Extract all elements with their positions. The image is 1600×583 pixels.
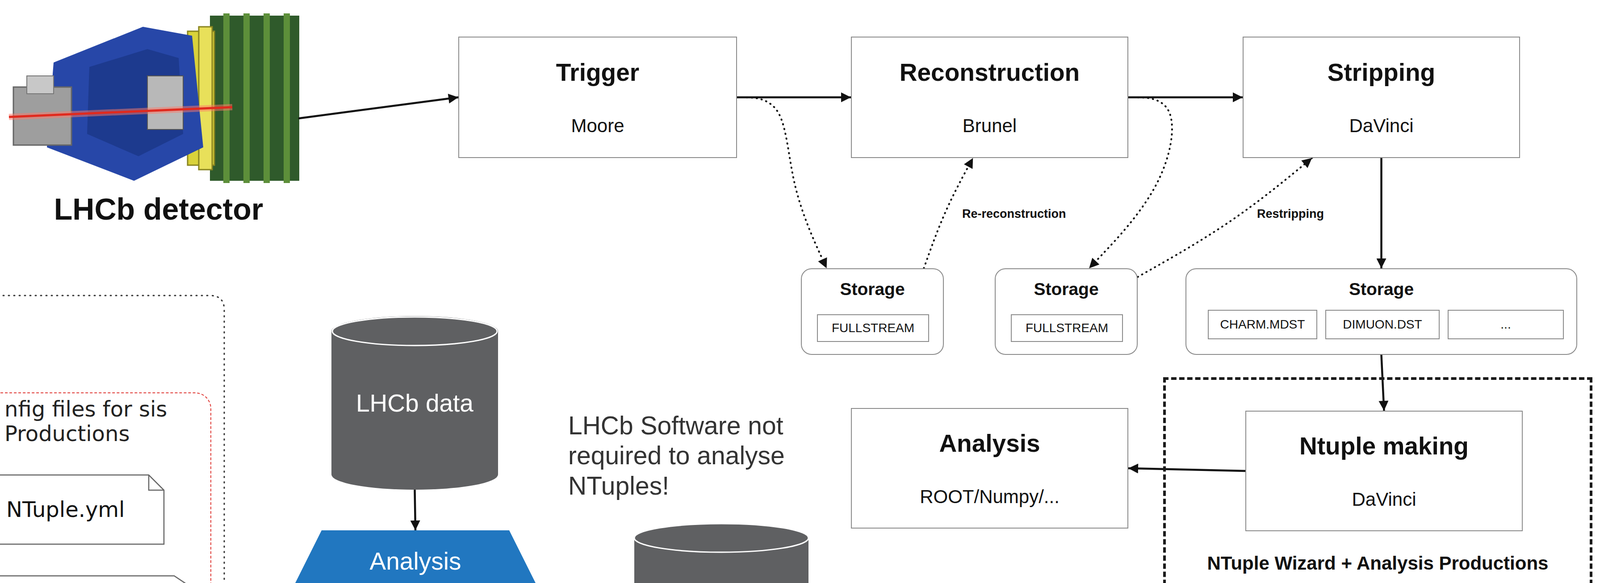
stream-box: FULLSTREAM	[1010, 314, 1123, 343]
node-title: LHCb data	[356, 388, 474, 419]
muon-station	[263, 13, 270, 184]
node-title: nfig files for sis Productions	[4, 397, 202, 447]
flow-arrow	[737, 96, 851, 99]
node-title: Reconstruction	[899, 57, 1080, 88]
node-body: DaVinci	[1349, 114, 1414, 138]
node-title: DIMUON.DST	[1342, 317, 1422, 333]
storage-box: StorageCHARM.MDST DIMUON.DST...	[1185, 268, 1578, 356]
node-title: Trigger	[556, 57, 640, 88]
detector-illustration	[8, 13, 300, 184]
process-box: TriggerMoore	[458, 36, 738, 159]
node-title: Stripping	[1327, 57, 1436, 88]
process-box: Ntuple makingDaVinci	[1245, 410, 1523, 532]
rich-detector	[26, 75, 54, 94]
storage-box: StorageFULLSTREAM	[800, 268, 944, 356]
edge-label: Restripping	[1255, 206, 1326, 222]
node-title: FULLSTREAM	[831, 320, 915, 336]
flow-arrow	[1380, 158, 1383, 269]
node-title: FULLSTREAM	[1025, 320, 1109, 336]
muon-station	[223, 13, 230, 184]
process-box: AnalysisROOT/Numpy/...	[850, 408, 1129, 529]
node-title: ...	[1500, 317, 1511, 333]
flow-arrow	[1128, 96, 1243, 99]
node-title: NTuple.yml	[6, 497, 125, 524]
stream-box: DIMUON.DST	[1325, 309, 1440, 340]
node-title: CHARM.MDST	[1220, 317, 1306, 333]
flow-arrow	[1128, 468, 1246, 472]
document-shape	[0, 576, 188, 583]
node-title: Storage	[1033, 279, 1099, 301]
page-fold	[148, 475, 164, 491]
database-cylinder: LHCb data	[331, 316, 499, 491]
muon-station	[243, 13, 250, 184]
node-body: ROOT/Numpy/...	[919, 485, 1060, 509]
document-outline	[0, 475, 164, 545]
cylinder-top	[332, 317, 498, 346]
node-title: Ntuple making	[1299, 431, 1469, 461]
cylinder-body	[331, 316, 499, 491]
tracking-station	[147, 75, 184, 130]
node-title: Storage	[839, 279, 905, 301]
node-body: DaVinci	[1352, 488, 1417, 511]
trapezoid-shape	[285, 530, 545, 583]
magnet-yoke	[87, 49, 184, 157]
node-title: LHCb detector	[54, 191, 264, 228]
node-body: Brunel	[962, 114, 1017, 138]
ntuple-cylinder	[634, 523, 809, 583]
flow-arrow	[299, 97, 459, 119]
flow-arrow	[414, 490, 416, 531]
dashed-region: NTuple Wizard + Analysis Productions Ntup…	[1163, 377, 1593, 583]
node-body: Moore	[570, 114, 625, 138]
beam-glow	[8, 107, 233, 118]
detector-node: LHCb detector	[17, 8, 300, 228]
note-text: LHCb Software not required to analyse NT…	[568, 410, 837, 502]
config-group: nfig files for sis ProductionsNTuple.yml	[0, 392, 212, 583]
edge-label: Re-reconstruction	[960, 206, 1069, 222]
analysis-shape: Analysis	[285, 530, 545, 583]
node-title: Storage	[1348, 279, 1414, 301]
stream-box: CHARM.MDST	[1207, 309, 1318, 340]
stream-box: FULLSTREAM	[816, 314, 930, 343]
node-title: NTuple Wizard + Analysis Productions	[1207, 552, 1549, 575]
node-title: Analysis	[938, 428, 1040, 459]
document-box: NTuple.yml	[0, 475, 164, 545]
cylinder-top	[634, 523, 809, 553]
flow-arrow	[1381, 355, 1385, 411]
muon-station	[283, 13, 290, 184]
dotted-arrow	[737, 97, 827, 269]
process-box: ReconstructionBrunel	[850, 36, 1129, 159]
storage-box: StorageFULLSTREAM	[994, 268, 1138, 356]
stream-box: ...	[1447, 309, 1564, 340]
process-box: StrippingDaVinci	[1242, 36, 1521, 159]
node-title: Analysis	[369, 546, 462, 577]
beam-line	[8, 107, 233, 118]
